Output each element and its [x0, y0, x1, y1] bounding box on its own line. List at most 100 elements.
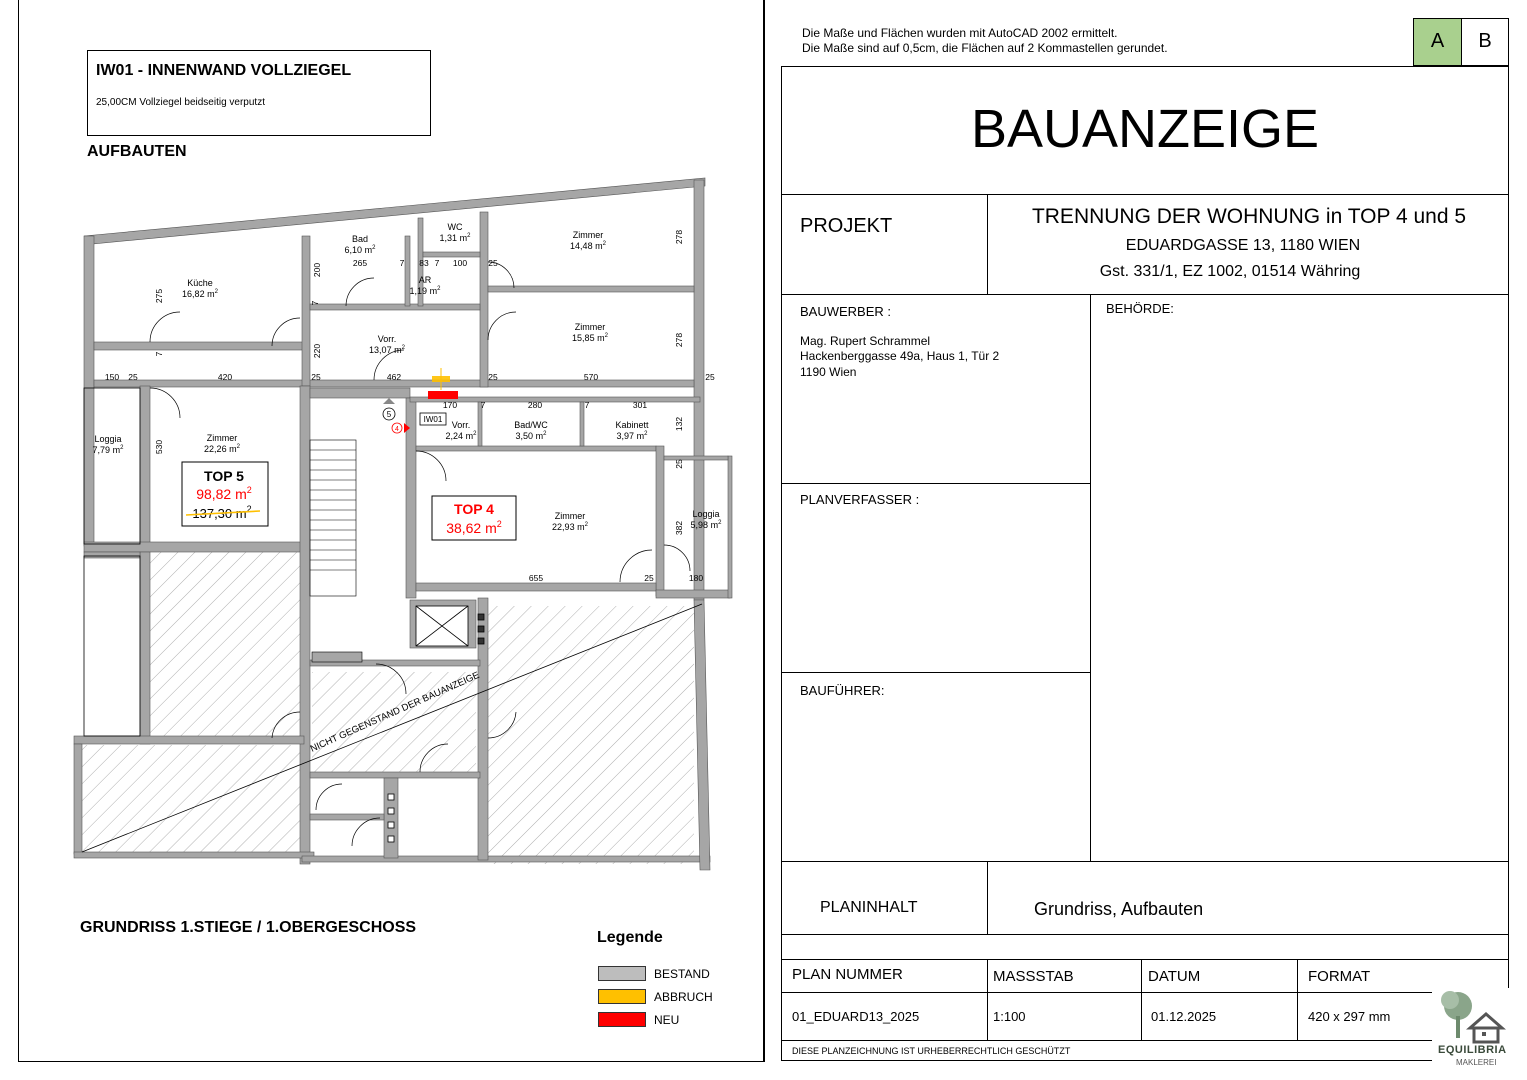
room-area: 15,85 m2: [572, 333, 609, 343]
note-line-2: Die Maße sind auf 0,5cm, die Flächen auf…: [802, 41, 1168, 55]
room-area: 2,24 m2: [446, 431, 478, 441]
svg-text:38,62 m2: 38,62 m2: [446, 519, 502, 536]
floorplan: NICHT GEGENSTAND DER BAUANZEIGE Küche 16…: [73, 177, 733, 871]
bauwerber-name: Mag. Rupert Schrammel: [800, 334, 931, 348]
project-title: TRENNUNG DER WOHNUNG in TOP 4 und 5: [1031, 205, 1467, 228]
svg-text:4: 4: [395, 426, 399, 433]
format-label: FORMAT: [1308, 968, 1371, 985]
room-area: 6,10 m2: [345, 245, 377, 255]
svg-text:301: 301: [633, 400, 647, 410]
bauwerber-street: Hackenberggasse 49a, Haus 1, Tür 2: [800, 349, 1000, 363]
room-area: 7,79 m2: [93, 445, 125, 455]
format-box-a: A: [1413, 18, 1462, 66]
svg-text:280: 280: [528, 400, 542, 410]
svg-text:TOP 4: TOP 4: [454, 501, 494, 517]
planinhalt-value: Grundriss, Aufbauten: [1034, 899, 1204, 919]
wall-type-description: 25,00CM Vollziegel beidseitig verputzt: [96, 97, 265, 108]
svg-text:570: 570: [584, 372, 598, 382]
title-block: [781, 66, 1509, 1061]
room-area: 1,31 m2: [440, 233, 472, 243]
main-title: BAUANZEIGE: [970, 99, 1320, 159]
svg-text:7: 7: [585, 400, 590, 410]
room-name: Küche: [187, 278, 213, 288]
svg-text:275: 275: [154, 289, 164, 303]
room-name: Bad/WC: [514, 420, 548, 430]
room-name: Bad: [352, 234, 368, 244]
room-area: 16,82 m2: [182, 289, 219, 299]
wall-type-title: IW01 - INNENWAND VOLLZIEGEL: [96, 62, 352, 79]
legend-label-bestand: BESTAND: [654, 967, 710, 981]
svg-text:TOP 5: TOP 5: [204, 468, 244, 484]
room-area: 5,98 m2: [691, 520, 723, 530]
company-logo: EQUILIBRIA MAKLEREI: [1432, 988, 1522, 1070]
hatch-diagonal: [81, 603, 703, 853]
svg-text:25: 25: [705, 372, 715, 382]
datum-value: 01.12.2025: [1151, 1009, 1217, 1024]
legend-label-neu: NEU: [654, 1013, 680, 1027]
svg-text:655: 655: [529, 573, 543, 583]
legend-swatch-abbruch: [598, 989, 646, 1004]
dimension-labels: 150 25 420 25 462 170 7 280 7 301 25 570…: [105, 230, 715, 583]
room-name: Zimmer: [555, 511, 586, 521]
massstab-label: MASSSTAB: [993, 968, 1074, 985]
note-marker: 4: [391, 422, 410, 434]
project-parcel: Gst. 331/1, EZ 1002, 01514 Währing: [1099, 263, 1361, 280]
note-line-1: Die Maße und Flächen wurden mit AutoCAD …: [802, 26, 1118, 40]
wall-type-box: IW01 - INNENWAND VOLLZIEGEL 25,00CM Voll…: [87, 50, 431, 136]
new-wall-segment: [428, 391, 458, 399]
svg-text:7: 7: [310, 300, 320, 305]
room-labels: Küche 16,82 m2 Bad 6,10 m2 WC 1,31 m2 AR…: [93, 222, 723, 532]
format-box-b: B: [1461, 18, 1509, 66]
svg-text:278: 278: [674, 230, 684, 244]
copyright-note: DIESE PLANZEICHNUNG IST URHEBERRECHTLICH…: [792, 1046, 1071, 1056]
project-address: EDUARDGASSE 13, 1180 WIEN: [1125, 237, 1361, 254]
baufuehrer-label: BAUFÜHRER:: [800, 683, 885, 698]
room-area: 3,50 m2: [516, 431, 548, 441]
legend-title: Legende: [597, 929, 663, 946]
right-sheet: [764, 0, 1524, 1062]
svg-text:25: 25: [488, 258, 498, 268]
svg-text:180: 180: [689, 573, 703, 583]
room-name: Zimmer: [573, 230, 604, 240]
legend-label-abbruch: ABBRUCH: [654, 990, 713, 1004]
tree-house-icon: [1441, 991, 1506, 1044]
svg-text:25: 25: [644, 573, 654, 583]
room-area: 22,26 m2: [204, 444, 241, 454]
svg-text:7: 7: [400, 258, 405, 268]
left-sheet: [18, 0, 764, 1062]
svg-text:25: 25: [311, 372, 321, 382]
wall-tag: IW01: [419, 412, 447, 426]
legend-swatch-bestand: [598, 966, 646, 981]
svg-text:7: 7: [481, 400, 486, 410]
svg-text:278: 278: [674, 333, 684, 347]
format-value: 420 x 297 mm: [1308, 1009, 1391, 1024]
room-area: 3,97 m2: [617, 431, 649, 441]
datum-label: DATUM: [1148, 968, 1201, 985]
legend-swatch-neu: [598, 1012, 646, 1027]
svg-text:5: 5: [387, 410, 392, 419]
svg-text:530: 530: [154, 440, 164, 454]
room-name: Zimmer: [207, 433, 238, 443]
svg-text:265: 265: [353, 258, 367, 268]
svg-text:7: 7: [435, 258, 440, 268]
svg-text:200: 200: [312, 263, 322, 277]
doors: [149, 261, 691, 847]
top5-label: TOP 5 98,82 m2 137,30 m2: [181, 461, 269, 527]
room-name: Kabinett: [615, 420, 649, 430]
svg-text:220: 220: [312, 344, 322, 358]
stairs: [309, 439, 363, 663]
bauwerber-label: BAUWERBER :: [800, 304, 892, 319]
room-area: 13,07 m2: [369, 345, 406, 355]
behoerde-label: BEHÖRDE:: [1106, 301, 1174, 316]
room-name: AR: [419, 275, 432, 285]
plan-nummer-value: 01_EDUARD13_2025: [792, 1009, 920, 1024]
svg-text:IW01: IW01: [424, 415, 443, 424]
project-label: PROJEKT: [800, 215, 893, 237]
room-area: 1,19 m2: [410, 286, 442, 296]
svg-text:100: 100: [453, 258, 467, 268]
massstab-value: 1:100: [993, 1009, 1026, 1024]
svg-text:420: 420: [218, 372, 232, 382]
room-name: WC: [448, 222, 463, 232]
room-area: 22,93 m2: [552, 522, 589, 532]
planinhalt-label: PLANINHALT: [820, 899, 918, 916]
